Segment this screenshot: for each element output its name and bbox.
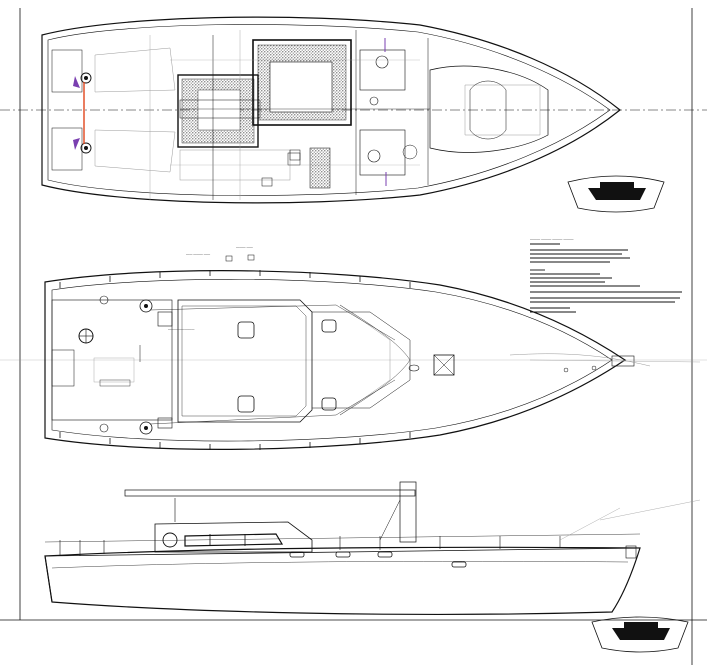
title-block-logo bbox=[567, 175, 665, 213]
deck-label-top-left: —— ——— —— bbox=[186, 252, 211, 256]
porthole-icon bbox=[377, 551, 393, 558]
deck-label-top-mid: ——— —— bbox=[236, 245, 254, 249]
winch-icon bbox=[139, 421, 153, 435]
porthole-icon bbox=[335, 551, 351, 558]
winch-icon bbox=[80, 72, 92, 84]
hatch-icon bbox=[237, 395, 255, 413]
hatch-icon bbox=[321, 397, 337, 411]
hatch-icon bbox=[237, 321, 255, 339]
hatch-icon bbox=[433, 354, 455, 376]
porthole-icon bbox=[289, 551, 305, 558]
winch-icon bbox=[80, 142, 92, 154]
notes-block: ——— ——— ——— ——— bbox=[530, 237, 682, 313]
porthole-icon bbox=[451, 561, 467, 568]
deck-labels: —— ——— —— ——— —— ——— ————— bbox=[168, 245, 255, 331]
sheet-frame bbox=[0, 8, 707, 665]
steering-wheel-icon bbox=[78, 328, 94, 344]
winch-icon bbox=[139, 299, 153, 313]
interior-plan-view bbox=[41, 16, 621, 204]
porthole-icon bbox=[162, 532, 178, 548]
deck-plan-view bbox=[44, 270, 701, 450]
hatch-icon bbox=[321, 319, 337, 333]
cockpit-label: ——— ————— bbox=[168, 327, 195, 331]
notes-text: ——— ——— ——— ——— bbox=[530, 237, 574, 241]
title-block-logo bbox=[591, 616, 689, 653]
side-profile-view bbox=[44, 481, 701, 615]
